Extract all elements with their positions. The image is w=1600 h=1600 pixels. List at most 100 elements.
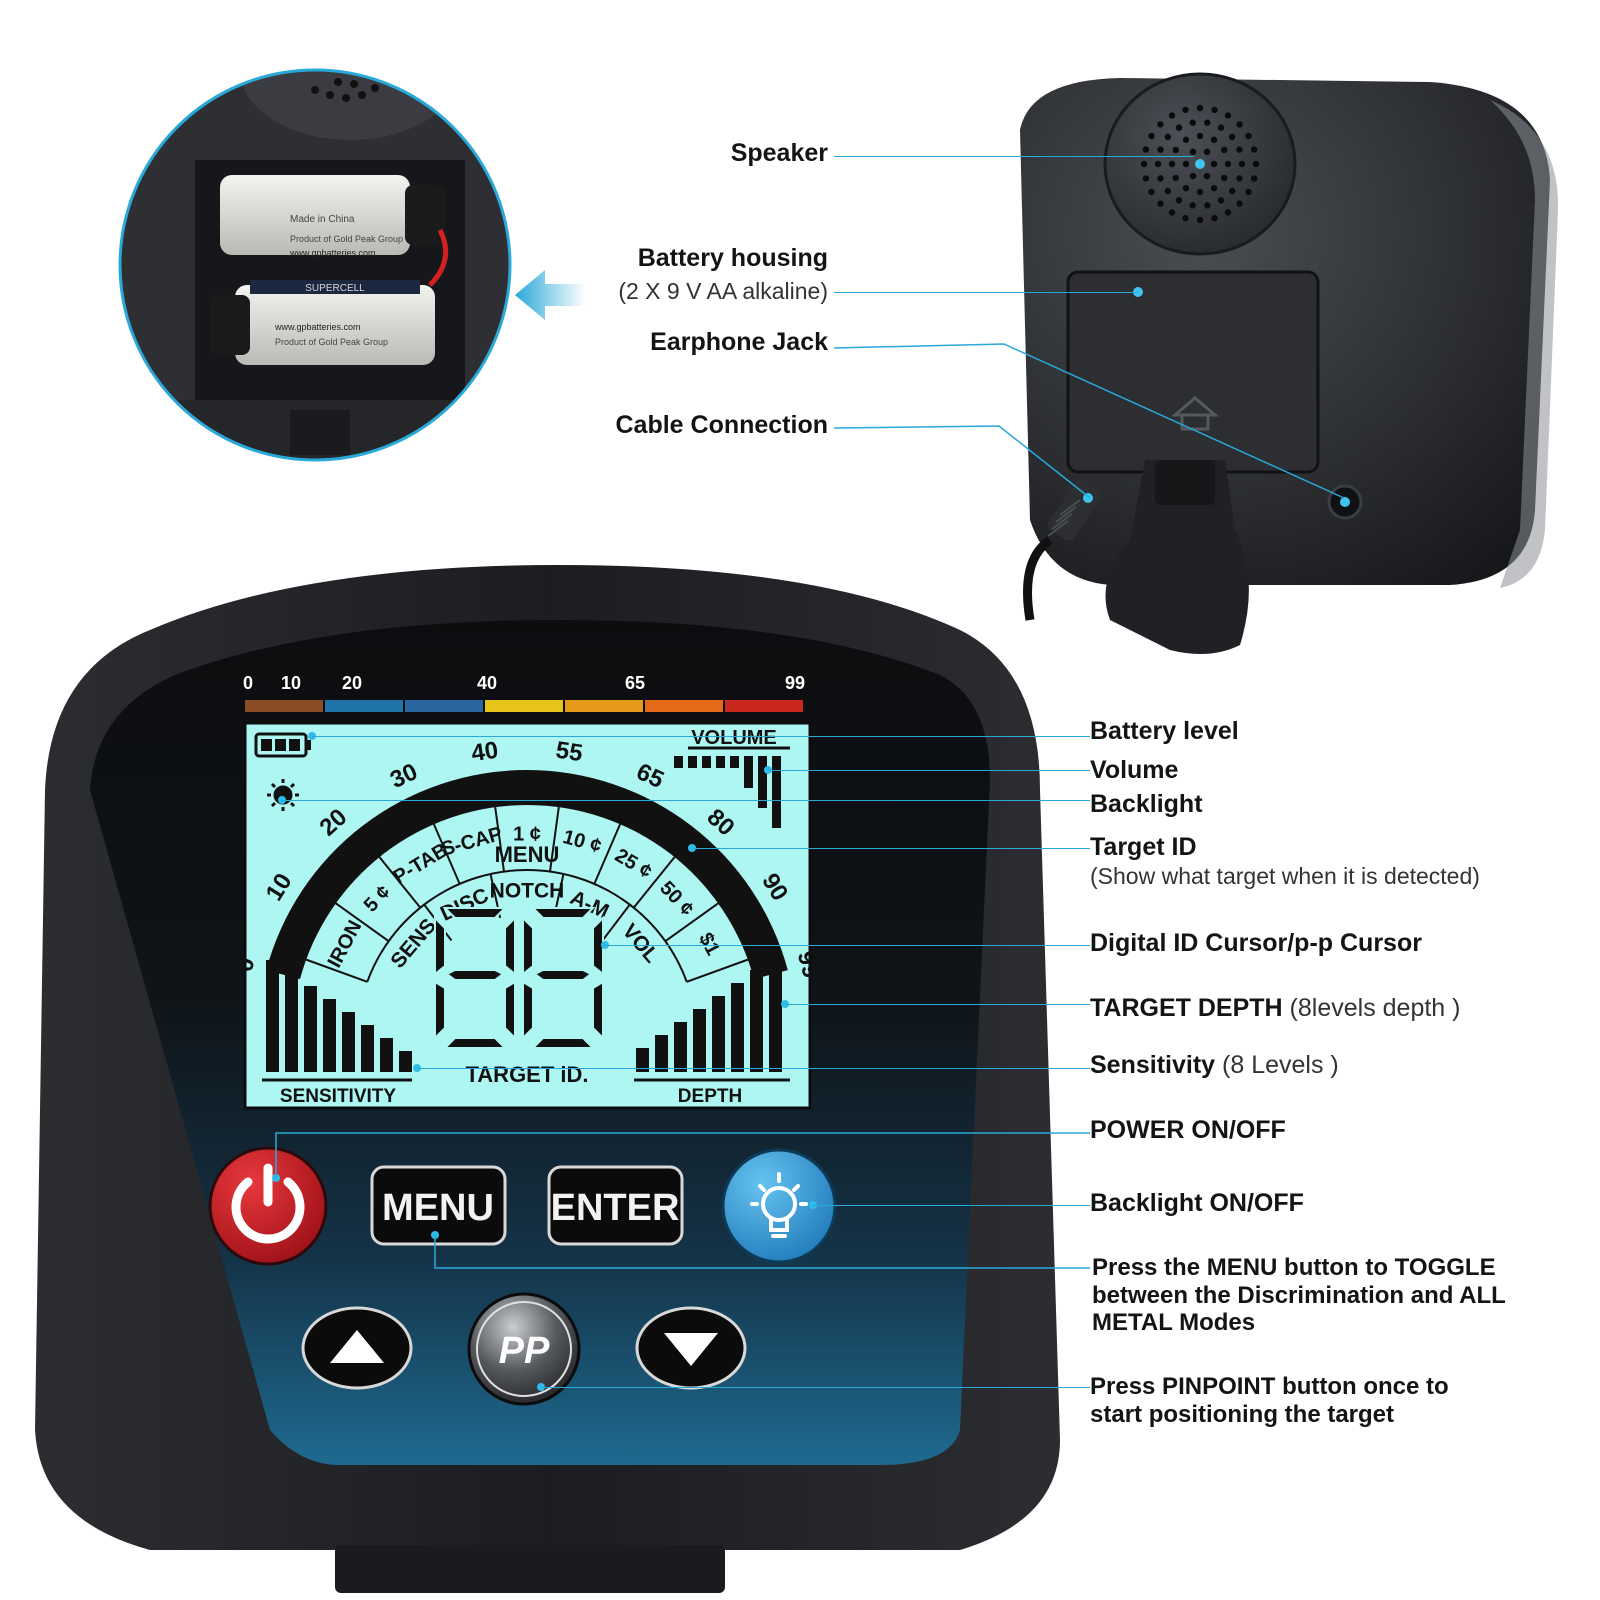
enter-button[interactable]: ENTER [547, 1165, 684, 1246]
target-label: 1 ¢ [513, 823, 541, 845]
digit-segment [530, 907, 596, 919]
power-icon [231, 1163, 305, 1244]
sensitivity-bar [323, 999, 336, 1072]
digit-segment [434, 915, 446, 977]
target-id-digits [434, 907, 604, 1049]
triangle-down-icon [664, 1333, 718, 1366]
arrow-left-icon [515, 270, 585, 320]
svg-text:MENU: MENU [382, 1187, 494, 1229]
svg-text:PP: PP [499, 1330, 550, 1372]
depth-bar [693, 1009, 706, 1072]
power-callout: POWER ON/OFF [1090, 1116, 1286, 1144]
backlight-callout: Backlight [1090, 790, 1203, 818]
digit-segment [522, 980, 534, 1041]
backlight-button[interactable] [721, 1148, 837, 1264]
svg-text:Product of Gold Peak Group: Product of Gold Peak Group [290, 234, 403, 244]
svg-text:www.gpbatteries.com: www.gpbatteries.com [289, 248, 376, 258]
digit-segment [445, 969, 505, 981]
scale-tick-label: 0 [242, 673, 253, 693]
sensitivity-bar [266, 960, 279, 1072]
svg-text:SUPERCELL: SUPERCELL [305, 283, 365, 294]
svg-text:Product of Gold Peak Group: Product of Gold Peak Group [275, 337, 388, 347]
menu-leader [434, 1235, 1090, 1269]
battery-housing-note: (2 X 9 V AA alkaline) [618, 278, 828, 304]
battery-level-icon [254, 732, 311, 758]
scale-segment [325, 700, 403, 712]
arc-number: 55 [554, 737, 584, 768]
arc-number: 40 [470, 737, 500, 768]
sensitivity-bar [342, 1012, 355, 1072]
volume-bar [702, 756, 711, 768]
depth-bar [712, 996, 725, 1072]
digit-segment [434, 980, 446, 1041]
sensitivity-bars [266, 960, 412, 1072]
target-id-label: TARGET iD. [465, 1062, 588, 1087]
digit-segment [533, 969, 593, 981]
earphone-leader [834, 343, 1345, 499]
scale-segment [725, 700, 803, 712]
sensitivity-label: SENSITIVITY [280, 1086, 396, 1107]
digit-segment [592, 980, 604, 1041]
depth-bar [636, 1048, 649, 1072]
depth-bar [731, 983, 744, 1072]
depth-bar [769, 957, 782, 1072]
depth-bar [750, 970, 763, 1072]
scale-segment [245, 700, 323, 712]
power-leader [275, 1132, 1090, 1178]
up-button[interactable] [301, 1306, 413, 1390]
target-arc [266, 769, 788, 980]
pinpoint-button[interactable]: PP [467, 1292, 581, 1406]
menu-title: MENU [495, 842, 560, 867]
volume-bar [772, 756, 781, 828]
battery-housing-callout: Battery housing [637, 244, 828, 272]
volume-bar [758, 756, 767, 808]
digit-segment [442, 1037, 508, 1049]
volume-label: VOLUME [691, 727, 777, 749]
digit-segment [442, 907, 508, 919]
scale-segment [565, 700, 643, 712]
mode-label: NOTCH [490, 880, 565, 903]
volume-bar [688, 756, 697, 768]
scale-segment [405, 700, 483, 712]
down-button[interactable] [635, 1306, 747, 1390]
sensitivity-bar [399, 1051, 412, 1072]
menu-toggle-callout: Press the MENU button to TOGGLE between … [1092, 1254, 1506, 1337]
digit-segment [504, 915, 516, 977]
battery-inset: Made in China Product of Gold Peak Group… [118, 68, 512, 462]
volume-bar [716, 756, 725, 768]
svg-text:Made in China: Made in China [290, 214, 355, 225]
battery-level-callout: Battery level [1090, 717, 1239, 745]
depth-bars [636, 957, 782, 1072]
sensitivity-bar [380, 1038, 393, 1072]
scale-tick-label: 99 [784, 673, 806, 693]
scale-tick-label: 40 [476, 673, 498, 693]
digit-segment [530, 1037, 596, 1049]
depth-label: DEPTH [678, 1086, 742, 1107]
svg-text:www.gpbatteries.com: www.gpbatteries.com [274, 322, 361, 332]
digit-segment [592, 915, 604, 977]
power-button[interactable] [208, 1146, 328, 1266]
menu-button[interactable]: MENU [370, 1165, 507, 1246]
target-id-note: (Show what target when it is detected) [1090, 863, 1480, 889]
earphone-jack-callout: Earphone Jack [650, 328, 828, 356]
target-depth-callout: TARGET DEPTH (8levels depth ) [1090, 994, 1461, 1022]
digit-segment [522, 915, 534, 977]
control-box-back [1020, 72, 1559, 654]
volume-bar [674, 756, 683, 768]
volume-bar [744, 756, 753, 788]
scale-tick-label: 20 [341, 673, 363, 693]
cable-connection-callout: Cable Connection [615, 411, 828, 439]
digital-id-callout: Digital ID Cursor/p-p Cursor [1090, 929, 1422, 957]
svg-text:ENTER: ENTER [551, 1187, 680, 1229]
sensitivity-bar [361, 1025, 374, 1072]
sensitivity-callout: Sensitivity (8 Levels ) [1090, 1051, 1339, 1079]
speaker-callout: Speaker [730, 139, 828, 167]
volume-bar [730, 756, 739, 768]
triangle-up-icon [330, 1330, 384, 1363]
scale-segment [645, 700, 723, 712]
cable-leader [834, 425, 1091, 499]
sensitivity-bar [304, 986, 317, 1072]
scale-tick-label: 65 [624, 673, 646, 693]
